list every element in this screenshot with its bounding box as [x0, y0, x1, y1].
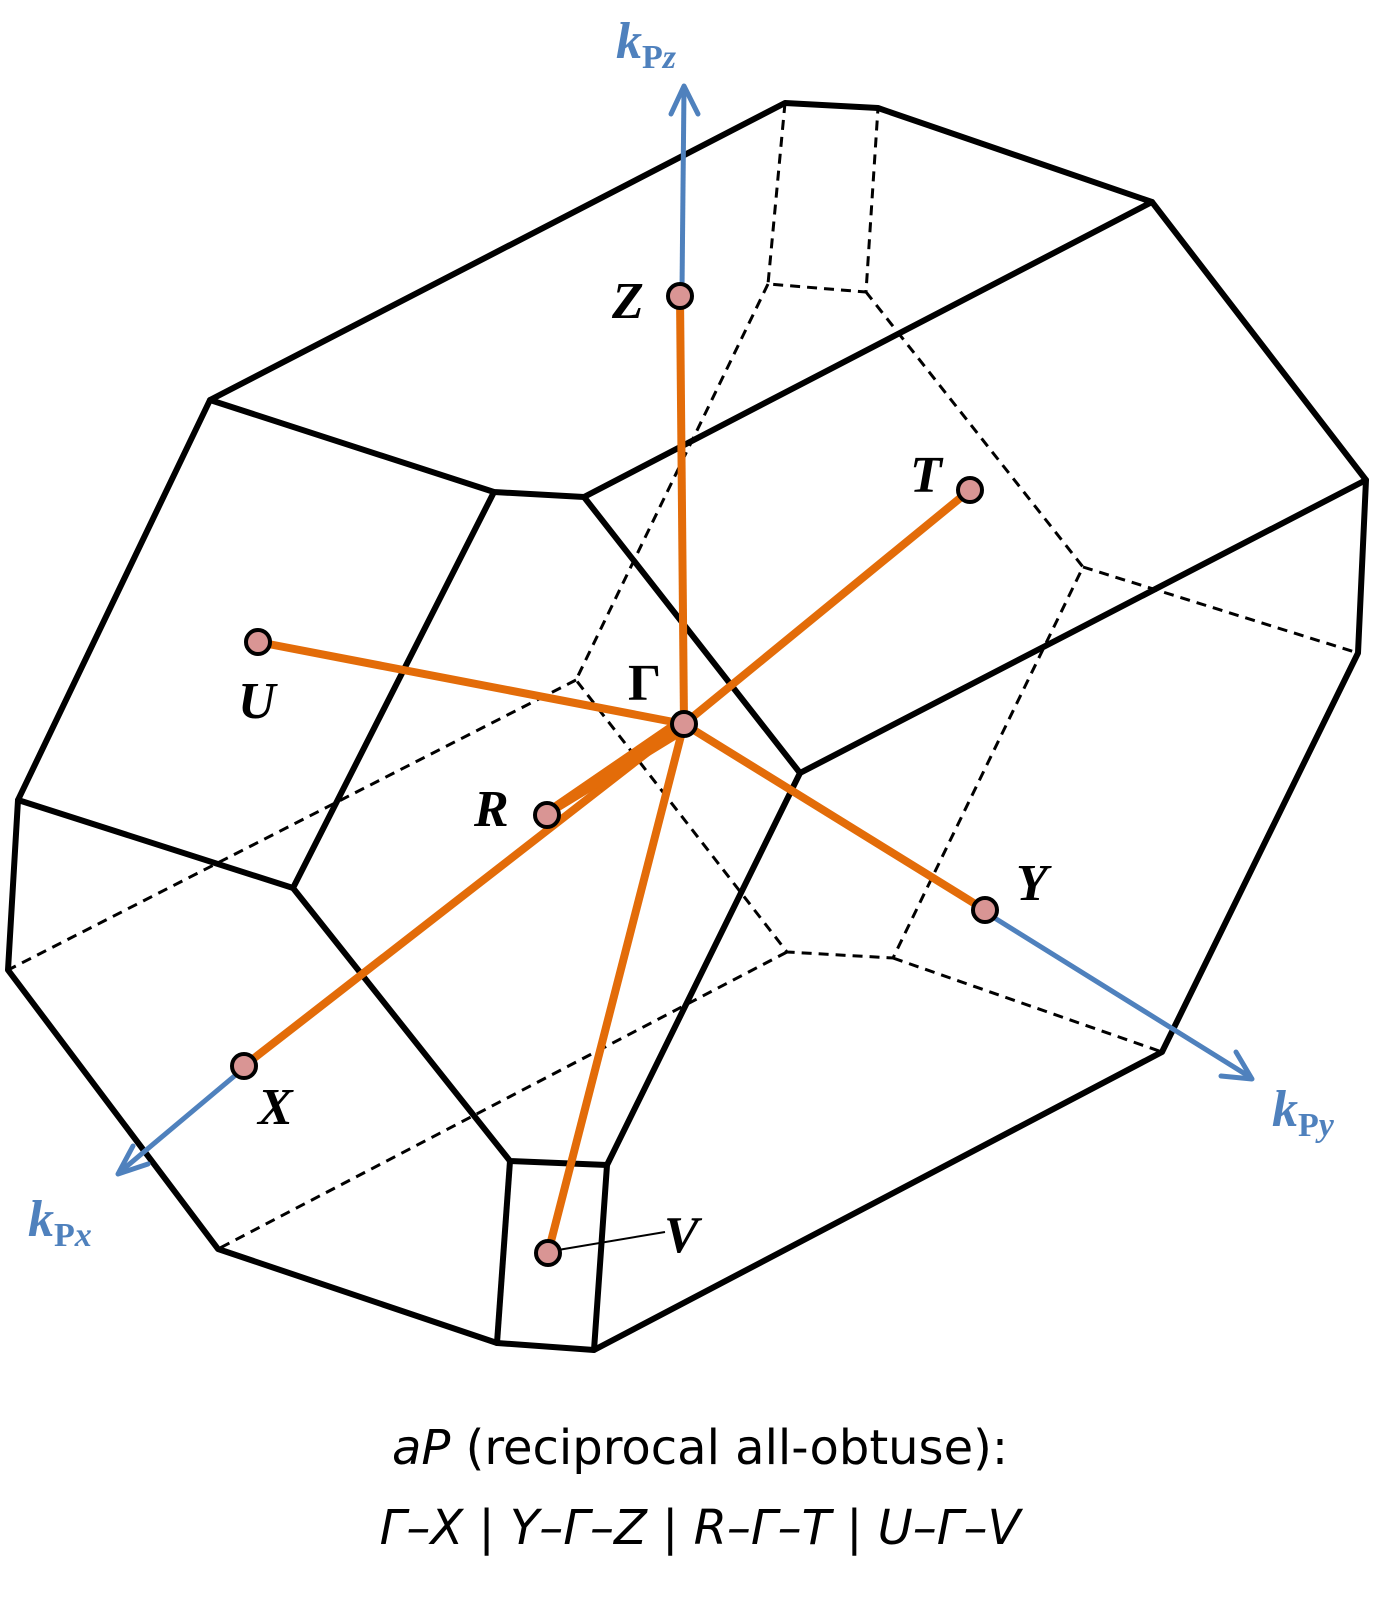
axis-label-kx: kPx: [28, 1191, 92, 1254]
visible-edge: [15, 797, 296, 891]
path-segment: Y–Γ–Z: [509, 1500, 647, 1556]
reciprocal-axes: [115, 83, 1255, 1177]
path-gamma-r: [543, 716, 690, 818]
label-t: T: [910, 447, 944, 504]
path-segment: R–Γ–T: [693, 1500, 831, 1556]
label-r: R: [473, 781, 509, 838]
path-segment: U–Γ–V: [877, 1500, 1021, 1556]
caption-title: aP (reciprocal all-obtuse):: [0, 1420, 1400, 1476]
path-gamma-u: [257, 638, 685, 728]
hidden-edge: [1082, 565, 1359, 655]
path-gamma-z: [676, 295, 688, 725]
point-y: [971, 896, 999, 924]
point-r: [533, 801, 561, 829]
path-separator: |: [646, 1500, 694, 1556]
hidden-edge: [892, 956, 1163, 1054]
axis-kx-arrowhead: [115, 1143, 151, 1177]
point-v: [534, 1239, 562, 1267]
path-separator: |: [830, 1500, 878, 1556]
axis-label-kz: kPz: [616, 13, 677, 76]
path-gamma-t: [681, 486, 973, 728]
axis-ky-line: [983, 909, 1252, 1080]
path-gamma-y: [681, 720, 988, 914]
path-gamma-v: [544, 723, 688, 1254]
point-u: [244, 628, 272, 656]
point-x: [230, 1052, 258, 1080]
caption-paths: Γ–X | Y–Γ–Z | R–Γ–T | U–Γ–V: [0, 1500, 1400, 1556]
path-segment: Γ–X: [379, 1500, 464, 1556]
point-labels: Z T U Γ R Y X V: [238, 273, 1052, 1264]
label-x: X: [256, 1079, 294, 1136]
visible-edge: [581, 477, 1369, 776]
label-gamma: Γ: [628, 655, 661, 712]
axis-kz-arrowhead: [668, 83, 701, 117]
v-leader-line: [557, 1231, 666, 1251]
label-v: V: [664, 1207, 703, 1264]
lattice-symbol: aP: [391, 1420, 451, 1476]
lattice-description: (reciprocal all-obtuse):: [450, 1420, 1008, 1476]
visible-edges: [5, 100, 1369, 1353]
label-u: U: [238, 673, 278, 730]
point-z: [666, 282, 694, 310]
point-gamma: [670, 710, 698, 738]
axis-label-ky: kPy: [1272, 1081, 1335, 1144]
point-t: [956, 476, 984, 504]
path-gamma-x: [241, 720, 687, 1070]
visible-edge: [207, 199, 1155, 500]
hidden-edge: [7, 678, 577, 972]
path-separator: |: [463, 1500, 510, 1556]
hidden-edge: [217, 950, 788, 1251]
visible-edge: [494, 1158, 513, 1346]
axis-kz-line: [679, 87, 687, 291]
axis-ky-arrowhead: [1218, 1049, 1255, 1082]
hidden-edge: [766, 102, 880, 294]
axis-kx-line: [118, 1066, 246, 1174]
visible-edge: [591, 1162, 610, 1353]
label-z: Z: [611, 273, 644, 330]
hidden-edge: [574, 283, 1085, 960]
high-symmetry-points: [230, 282, 999, 1267]
label-y: Y: [1016, 855, 1052, 912]
hidden-edges: [7, 102, 1359, 1251]
high-symmetry-paths: [241, 295, 988, 1254]
axis-labels: kPz kPx kPy: [28, 13, 1335, 1254]
